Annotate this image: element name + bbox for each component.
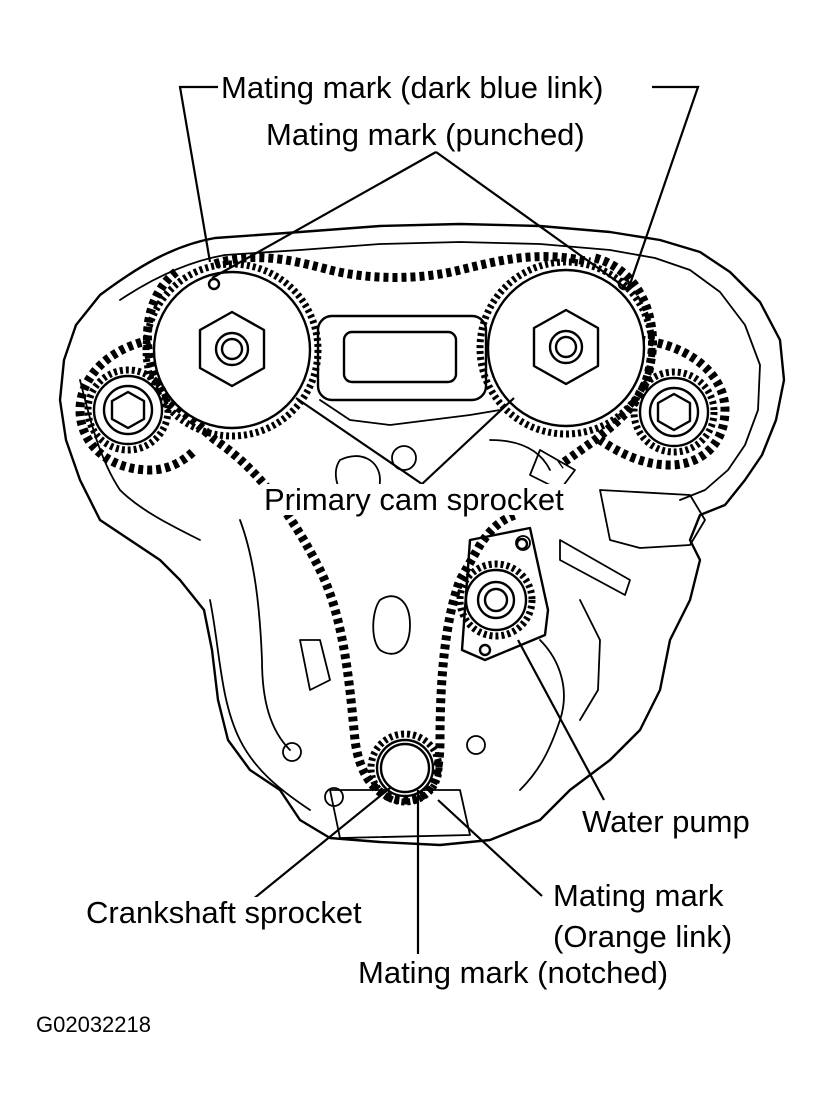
label-primary-cam-sprocket: Primary cam sprocket [262, 482, 566, 517]
water-pump [456, 526, 550, 662]
label-crankshaft-sprocket: Crankshaft sprocket [84, 895, 364, 930]
right-secondary-sprocket [630, 368, 718, 456]
leader-lines [178, 85, 700, 954]
left-secondary-sprocket [84, 366, 172, 454]
label-mating-mark-punched: Mating mark (punched) [266, 117, 585, 152]
figure-code: G02032218 [36, 1012, 151, 1037]
crankshaft-sprocket [367, 730, 443, 806]
timing-chains [75, 252, 730, 805]
label-mating-mark-notched: Mating mark (notched) [356, 955, 671, 990]
right-primary-cam-sprocket [476, 258, 656, 438]
label-mating-mark-orange-line2: (Orange link) [551, 919, 735, 954]
center-cutout [316, 314, 488, 402]
label-water-pump: Water pump [580, 804, 752, 839]
label-mating-mark-orange-line1: Mating mark [551, 878, 726, 913]
label-mating-mark-dark-blue-link: Mating mark (dark blue link) [219, 70, 606, 105]
left-primary-cam-sprocket [142, 260, 322, 440]
